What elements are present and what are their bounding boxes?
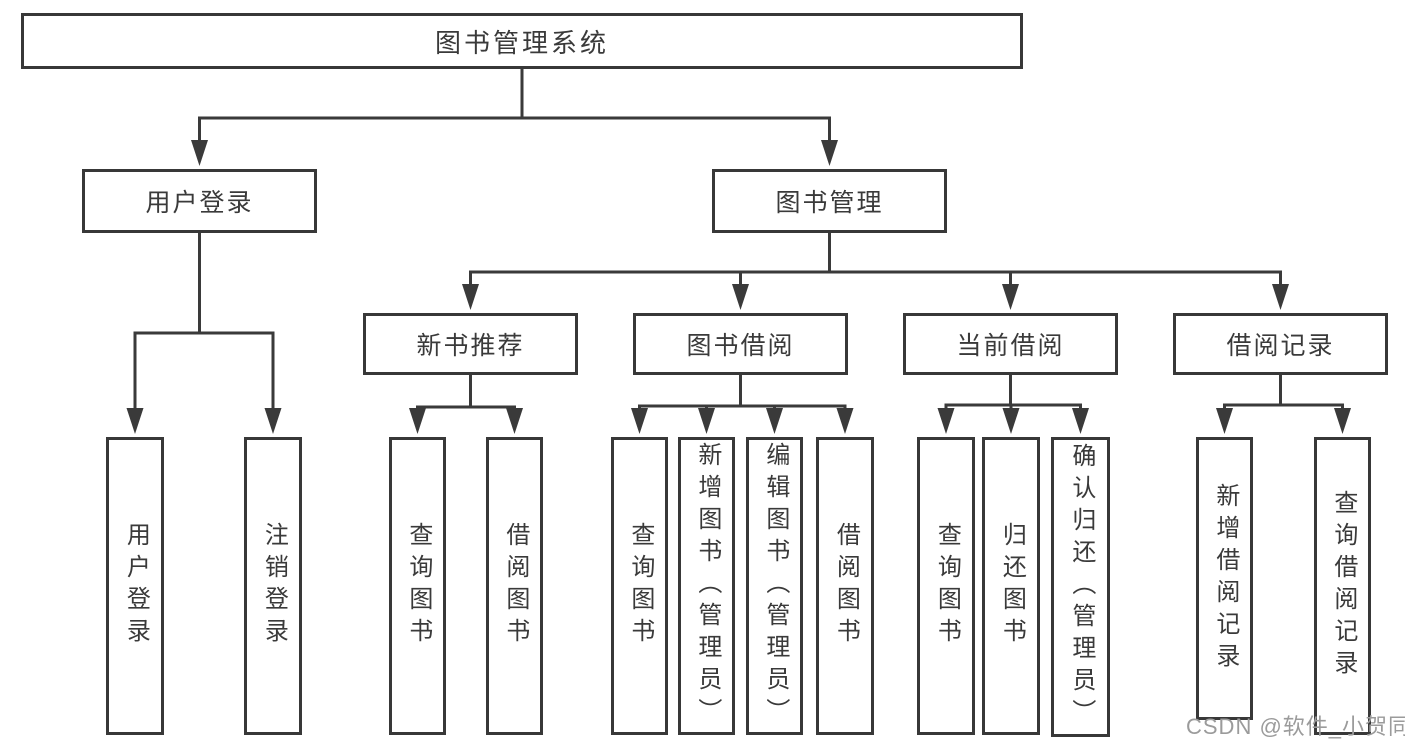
node-label: 归还图书 (998, 522, 1026, 650)
node-br-add-record: 新增借阅记录 (1196, 437, 1253, 720)
node-cb-query-book: 查询图书 (917, 437, 975, 735)
node-label: 借阅记录 (1226, 332, 1335, 360)
node-label: 用户登录 (122, 522, 150, 650)
arrowhead (126, 408, 144, 434)
node-label: 查询图书 (626, 522, 654, 650)
node-label: 图书管理系统 (434, 27, 609, 58)
arrowhead (506, 408, 523, 434)
arrowhead (1002, 284, 1019, 310)
node-rec-query-book: 查询图书 (389, 437, 446, 735)
arrowhead (409, 408, 426, 434)
node-book-mgmt: 图书管理 (712, 169, 947, 233)
node-label: 编辑图书（管理员） (761, 442, 789, 730)
node-label: 新增图书（管理员） (693, 442, 721, 730)
node-new-book-rec: 新书推荐 (363, 313, 578, 375)
arrowhead (732, 284, 749, 310)
arrowhead (821, 140, 838, 166)
node-login: 用户登录 (106, 437, 164, 735)
node-label: 查询图书 (933, 522, 961, 650)
node-label: 图书管理 (775, 189, 884, 217)
node-rec-borrow-book: 借阅图书 (486, 437, 543, 735)
node-label: 图书借阅 (686, 332, 795, 360)
node-bb-add-book: 新增图书（管理员） (678, 437, 735, 735)
node-label: 查询图书 (404, 522, 432, 650)
arrowhead (191, 140, 208, 166)
arrowhead (462, 284, 479, 310)
node-label: 查询借阅记录 (1329, 490, 1357, 682)
node-cb-confirm-return: 确认归还（管理员） (1051, 437, 1110, 737)
watermark: CSDN @软件_小贺同学 (1186, 714, 1405, 739)
node-user-login: 用户登录 (82, 169, 317, 233)
node-label: 用户登录 (145, 189, 254, 217)
node-bb-borrow-book: 借阅图书 (816, 437, 874, 735)
node-label: 注销登录 (260, 522, 288, 650)
arrowhead (1216, 408, 1233, 434)
node-label: 新书推荐 (416, 332, 525, 360)
node-label: 新增借阅记录 (1211, 482, 1239, 675)
arrowhead (836, 408, 854, 434)
node-book-borrow: 图书借阅 (633, 313, 848, 375)
arrowhead (264, 408, 282, 434)
node-br-query-record: 查询借阅记录 (1314, 437, 1371, 735)
node-root: 图书管理系统 (21, 13, 1023, 69)
node-label: 借阅图书 (832, 522, 860, 650)
arrowhead (1072, 408, 1089, 434)
node-cb-return-book: 归还图书 (982, 437, 1040, 735)
node-borrow-records: 借阅记录 (1173, 313, 1388, 375)
node-label: 当前借阅 (956, 332, 1065, 360)
arrowhead (1002, 408, 1020, 434)
arrowhead (631, 408, 648, 434)
node-label: 借阅图书 (501, 522, 529, 650)
arrowhead (766, 408, 783, 434)
node-bb-edit-book: 编辑图书（管理员） (746, 437, 803, 735)
node-bb-query-book: 查询图书 (611, 437, 668, 735)
node-label: 确认归还（管理员） (1067, 443, 1095, 731)
arrowhead (937, 408, 955, 434)
node-logout: 注销登录 (244, 437, 302, 735)
node-current-borrow: 当前借阅 (903, 313, 1118, 375)
arrowhead (1334, 408, 1351, 434)
arrowhead (1272, 284, 1289, 310)
arrowhead (698, 408, 715, 434)
